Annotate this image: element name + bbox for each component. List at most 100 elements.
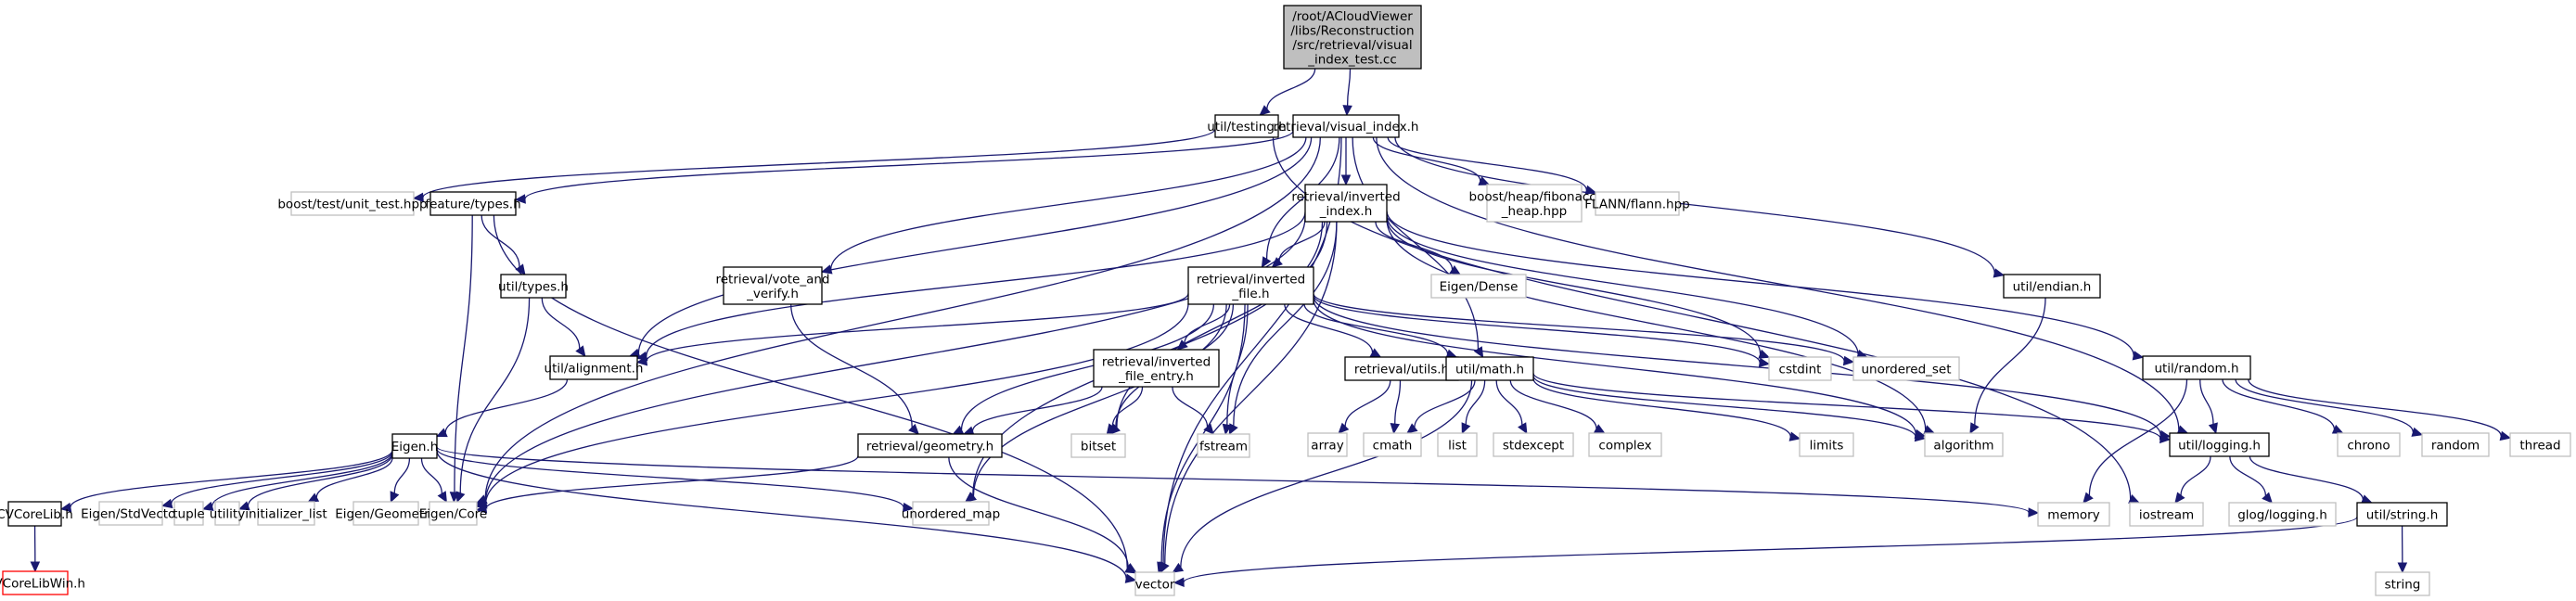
arrowhead-util_string-to-string: [2397, 562, 2408, 574]
node-geometry[interactable]: retrieval/geometry.h: [857, 433, 1003, 458]
node-label: util/endian.h: [2013, 280, 2092, 295]
node-feature-types[interactable]: feature/types.h: [425, 191, 521, 216]
node-util-math[interactable]: util/math.h: [1445, 356, 1534, 381]
arrowhead-visual_index-to-boost_fib: [1478, 176, 1491, 185]
arrowhead-geometry-to-vector: [1124, 563, 1137, 573]
node-cstdint: cstdint: [1768, 356, 1832, 381]
arrowhead-util_logging-to-glog_logging: [2262, 492, 2273, 504]
arrowhead-inverted_file-to-fstream: [1222, 423, 1233, 436]
node-root[interactable]: /root/ACloudViewer/libs/Reconstruction/s…: [1283, 5, 1422, 70]
node-util-random[interactable]: util/random.h: [2142, 355, 2251, 380]
arrowhead-visual_index-to-inverted_index: [1340, 174, 1352, 186]
node-label: stdexcept: [1503, 439, 1564, 454]
edge-inverted_file_entry-to-fstream: [1172, 386, 1209, 428]
node-label: cstdint: [1779, 363, 1822, 377]
node-label: unordered_set: [1861, 363, 1951, 377]
node-visual-index[interactable]: retrieval/visual_index.h: [1274, 114, 1419, 138]
node-box: [2228, 502, 2337, 527]
node-label: retrieval/vote_and: [715, 272, 829, 287]
node-label: boost/heap/fibonacci: [1469, 189, 1600, 204]
node-label: random: [2431, 439, 2480, 454]
edge-vote_verify-to-geometry: [790, 303, 913, 428]
arrowhead-inverted_index-to-fstream: [1228, 423, 1238, 436]
node-string: string: [2375, 571, 2430, 596]
node-label: initializer_list: [245, 507, 327, 522]
arrowhead-eigen_h-to-vector: [1124, 573, 1137, 583]
edge-inverted_file-to-retrieval_utils: [1284, 303, 1374, 353]
arrowhead-inverted_file-to-vector: [1157, 561, 1167, 574]
node-box: [1214, 114, 1279, 138]
edge-inverted_file-to-unordered_set: [1313, 293, 1845, 362]
node-label: Eigen/Dense: [1440, 280, 1519, 295]
edge-util_math-to-stdexcept: [1495, 379, 1523, 426]
node-inverted-file[interactable]: retrieval/inverted_file.h: [1187, 266, 1314, 305]
arrowhead-util_testing-to-boost_unit_test: [412, 192, 424, 203]
node-label: glog/logging.h: [2237, 508, 2327, 523]
node-box: [500, 274, 567, 299]
arrowhead-eigen_h-to-tuple: [201, 501, 214, 511]
arrowhead-util_random-to-util_logging: [2208, 422, 2218, 435]
node-label: thread: [2519, 439, 2560, 454]
arrowhead-retrieval_utils-to-cmath: [1390, 422, 1401, 435]
node-inverted-index[interactable]: retrieval/inverted_index.h: [1291, 184, 1401, 223]
node-box: [352, 501, 419, 526]
edge-util_random-to-chrono: [2222, 378, 2336, 430]
arrowhead-util_random-to-memory: [2083, 492, 2094, 504]
node-iostream: iostream: [2129, 502, 2204, 527]
node-label: Eigen/Geometry: [335, 507, 437, 522]
node-list: list: [1437, 432, 1478, 457]
edge-util_endian-to-algorithm: [1974, 297, 2046, 426]
node-util-testing[interactable]: util/testing.h: [1207, 114, 1287, 138]
arrowhead-inverted_file_entry-to-bitset: [1106, 423, 1117, 435]
arrowhead-inverted_index-to-inverted_file: [1271, 257, 1283, 268]
arrowhead-inverted_index-to-cstdint: [1758, 349, 1771, 359]
node-retrieval-utils[interactable]: retrieval/utils.h: [1344, 356, 1459, 381]
node-inverted-file-entry[interactable]: retrieval/inverted_file_entry.h: [1093, 349, 1220, 388]
edge-inverted_file-to-util_alignment: [646, 293, 1189, 362]
edge-util_math-to-complex: [1509, 379, 1597, 429]
node-label: util/types.h: [498, 280, 569, 295]
arrowhead-vote_verify-to-geometry: [908, 423, 920, 435]
edge-inverted_file_entry-to-geometry: [971, 386, 1103, 431]
node-label: Eigen.h: [391, 440, 439, 454]
node-label: vector: [1135, 578, 1175, 593]
arrowhead-inverted_file-to-unordered_map: [965, 492, 978, 503]
edge-util_logging-to-util_string: [2249, 455, 2364, 500]
node-label: retrieval/utils.h: [1354, 363, 1449, 377]
arrowhead-inverted_file_entry-to-fstream: [1203, 423, 1214, 435]
arrowhead-util_math-to-vector: [1172, 562, 1185, 573]
node-box: [1070, 433, 1126, 458]
edge-util_logging-to-iostream: [2180, 455, 2211, 496]
arrowhead-retrieval_utils-to-array: [1338, 422, 1350, 434]
arrowhead-visual_index-to-feature_types: [514, 194, 526, 204]
node-vote-verify[interactable]: retrieval/vote_and_verify.h: [715, 266, 830, 305]
edge-inverted_index-to-eigen_dense: [1375, 221, 1454, 270]
arrowhead-util_random-to-random: [2411, 427, 2424, 437]
edge-retrieval_utils-to-cmath: [1394, 379, 1402, 425]
node-cvcorelib[interactable]: CVCoreLib.h: [0, 501, 73, 527]
edge-inverted_file-to-eigen_core: [484, 303, 1189, 505]
node-util-alignment[interactable]: util/alignment.h: [545, 355, 644, 380]
node-label: string: [2385, 578, 2421, 593]
node-box: [1799, 432, 1854, 457]
node-util-endian[interactable]: util/endian.h: [2003, 274, 2101, 299]
arrowhead-util_math-to-util_logging: [2159, 433, 2172, 444]
node-eigen-h[interactable]: Eigen.h: [391, 433, 439, 459]
node-util-string[interactable]: util/string.h: [2356, 502, 2448, 527]
arrowhead-eigen_h-to-eigen_stdvector: [160, 498, 173, 509]
arrowhead-util_alignment-to-eigen_h: [435, 428, 448, 438]
node-label: CVCoreLib.h: [0, 507, 73, 522]
node-boost-unit-test: boost/test/unit_test.hpp: [277, 191, 428, 216]
node-glog-logging: glog/logging.h: [2228, 502, 2337, 527]
node-unordered-set: unordered_set: [1852, 356, 1960, 381]
node-util-types[interactable]: util/types.h: [498, 274, 569, 299]
node-box: [2003, 274, 2101, 299]
edge-util_math-to-limits: [1532, 377, 1791, 437]
edge-inverted_index-to-fstream: [1233, 221, 1338, 427]
node-util-logging[interactable]: util/logging.h: [2169, 432, 2270, 457]
arrowhead-visual_index-to-inverted_file: [1261, 256, 1272, 269]
node-label: feature/types.h: [425, 198, 520, 212]
arrowhead-visual_index-to-util_endian: [1993, 268, 2006, 278]
node-flann: FLANN/flann.hpp: [1584, 191, 1690, 216]
node-box: [1493, 432, 1574, 457]
